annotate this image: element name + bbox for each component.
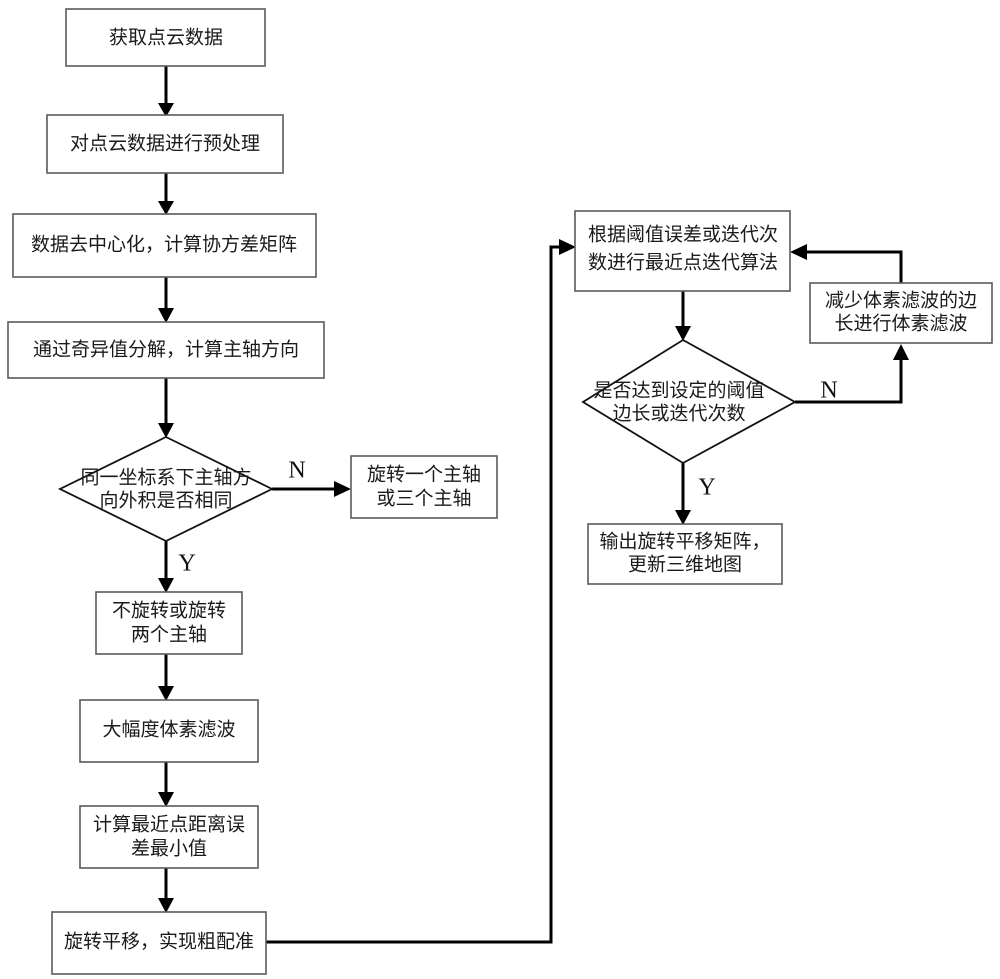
edge-n6-n7 bbox=[158, 654, 174, 701]
edge-n3-n4 bbox=[158, 277, 174, 323]
node-n4-line-0: 通过奇异值分解，计算主轴方向 bbox=[33, 338, 299, 360]
node-n5-line-0: 旋转一个主轴 bbox=[367, 463, 481, 485]
node-d2-line-1: 边长或迭代次数 bbox=[612, 402, 745, 424]
node-n4-shape[interactable] bbox=[7, 321, 325, 379]
branch-label-layer: N Y N Y bbox=[178, 378, 837, 577]
node-n9-shape[interactable] bbox=[51, 911, 267, 975]
node-n4[interactable]: 通过奇异值分解，计算主轴方向 bbox=[7, 321, 325, 379]
edge-d1-n5 bbox=[272, 481, 351, 497]
node-n11-shape[interactable] bbox=[809, 282, 993, 344]
edge-d2-n12 bbox=[675, 463, 691, 525]
node-n5[interactable]: 旋转一个主轴 或三个主轴 bbox=[350, 455, 498, 519]
node-d2[interactable]: 是否达到设定的阈值 边长或迭代次数 bbox=[581, 338, 797, 465]
node-n8-line-0: 计算最近点距离误 bbox=[93, 813, 245, 835]
edge-d2-n11 bbox=[795, 344, 909, 404]
node-n9-line-0: 旋转平移，实现粗配准 bbox=[64, 930, 254, 952]
node-n7-line-0: 大幅度体素滤波 bbox=[102, 718, 235, 740]
node-n3-line-0: 数据去中心化，计算协方差矩阵 bbox=[31, 233, 297, 255]
node-n6[interactable]: 不旋转或旋转 两个主轴 bbox=[95, 591, 243, 655]
branch-label-d2-yes: Y bbox=[698, 475, 715, 501]
edge-n7-n8 bbox=[158, 762, 174, 807]
node-n11-line-0: 减少体素滤波的边 bbox=[825, 289, 977, 311]
node-n1-shape[interactable] bbox=[65, 8, 266, 67]
node-n6-line-0: 不旋转或旋转 bbox=[112, 599, 226, 621]
edge-n4-d1 bbox=[158, 378, 174, 438]
node-d2-shape[interactable] bbox=[581, 338, 797, 465]
node-n8-line-1: 差最小值 bbox=[131, 837, 207, 859]
node-n12[interactable]: 输出旋转平移矩阵， 更新三维地图 bbox=[587, 523, 783, 585]
node-d1[interactable]: 同一坐标系下主轴方 向外积是否相同 bbox=[57, 435, 275, 543]
node-n8-shape[interactable] bbox=[79, 805, 259, 869]
node-n12-line-0: 输出旋转平移矩阵， bbox=[599, 530, 770, 552]
node-n3[interactable]: 数据去中心化，计算协方差矩阵 bbox=[12, 213, 317, 278]
node-n6-line-1: 两个主轴 bbox=[131, 623, 207, 645]
edge-d1-n6 bbox=[158, 541, 174, 593]
node-n2-shape[interactable] bbox=[46, 114, 284, 174]
node-n5-shape[interactable] bbox=[350, 455, 498, 519]
branch-label-d2-no: N bbox=[820, 378, 837, 404]
branch-label-d1-yes: Y bbox=[178, 551, 195, 577]
node-n1[interactable]: 获取点云数据 bbox=[65, 8, 266, 67]
edge-n2-n3 bbox=[158, 173, 174, 215]
node-n12-shape[interactable] bbox=[587, 523, 783, 585]
node-n10[interactable]: 根据阈值误差或迭代次 数进行最近点迭代算法 bbox=[574, 210, 791, 292]
edge-layer bbox=[158, 66, 909, 944]
edge-n9-n10 bbox=[266, 239, 576, 944]
node-d1-shape[interactable] bbox=[57, 435, 275, 543]
node-n7-shape[interactable] bbox=[79, 699, 259, 763]
node-n1-line-0: 获取点云数据 bbox=[109, 26, 223, 48]
node-n9[interactable]: 旋转平移，实现粗配准 bbox=[51, 911, 267, 975]
node-n12-line-1: 更新三维地图 bbox=[628, 553, 742, 575]
node-n10-line-0: 根据阈值误差或迭代次 bbox=[588, 223, 778, 245]
node-n6-shape[interactable] bbox=[95, 591, 243, 655]
node-layer: 获取点云数据 对点云数据进行预处理 数据去中心化，计算协方差矩阵 通过奇异值分解… bbox=[7, 8, 993, 975]
branch-label-d1-no: N bbox=[288, 458, 305, 484]
edge-n10-d2 bbox=[675, 291, 691, 341]
node-n3-shape[interactable] bbox=[12, 213, 317, 278]
node-d1-line-0: 同一坐标系下主轴方 bbox=[80, 466, 251, 488]
edge-n1-n2 bbox=[158, 66, 174, 117]
node-n7[interactable]: 大幅度体素滤波 bbox=[79, 699, 259, 763]
node-n5-line-1: 或三个主轴 bbox=[376, 487, 471, 509]
node-d1-line-1: 向外积是否相同 bbox=[99, 489, 232, 511]
node-n10-line-1: 数进行最近点迭代算法 bbox=[588, 251, 778, 273]
node-n11-line-1: 长进行体素滤波 bbox=[834, 312, 967, 334]
node-n2[interactable]: 对点云数据进行预处理 bbox=[46, 114, 284, 174]
node-n2-line-0: 对点云数据进行预处理 bbox=[70, 132, 260, 154]
edge-n8-n9 bbox=[158, 868, 174, 913]
node-d2-line-0: 是否达到设定的阈值 bbox=[593, 379, 764, 401]
node-n11[interactable]: 减少体素滤波的边 长进行体素滤波 bbox=[809, 282, 993, 344]
node-n10-shape[interactable] bbox=[574, 210, 791, 292]
node-n8[interactable]: 计算最近点距离误 差最小值 bbox=[79, 805, 259, 869]
edge-n11-n10 bbox=[790, 244, 903, 283]
